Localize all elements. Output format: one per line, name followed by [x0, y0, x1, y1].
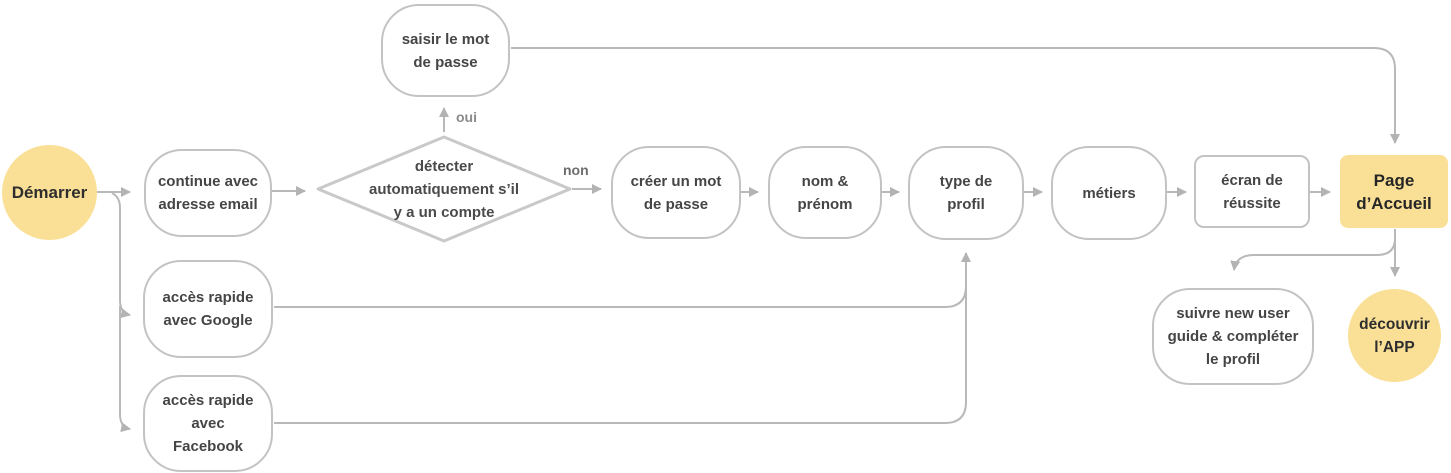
node-demarrer[interactable]: Démarrer — [2, 145, 97, 240]
node-decouvrir-app[interactable]: découvrir l’APP — [1348, 289, 1441, 382]
node-page-accueil-label: Page d’Accueil — [1356, 170, 1432, 213]
edge-facebook-type — [274, 401, 967, 424]
node-acces-google-label: accès rapide avec Google — [162, 289, 254, 329]
node-acces-facebook-label: accès rapide avec Facebook — [162, 392, 254, 455]
node-type-profil-label: type de profil — [939, 173, 993, 213]
node-suivre-guide-label: suivre new user guide & compléter le pro… — [1167, 305, 1299, 368]
node-page-accueil[interactable]: Page d’Accueil — [1340, 155, 1448, 228]
node-decouvrir-app-label: découvrir l’APP — [1359, 315, 1430, 356]
node-continue-email[interactable]: continue avec adresse email — [144, 149, 272, 237]
node-metiers[interactable]: métiers — [1051, 146, 1167, 240]
edge-demarrer-facebook — [119, 306, 131, 433]
node-acces-facebook[interactable]: accès rapide avec Facebook — [143, 375, 273, 472]
node-ecran-reussite-label: écran de réussite — [1221, 171, 1283, 212]
edge-accueil-suivre — [1230, 239, 1396, 271]
node-saisir-mdp-label: saisir le mot de passe — [401, 30, 490, 71]
edge-saisir-accueil — [511, 47, 1400, 144]
node-nom-prenom[interactable]: nom & prénom — [768, 146, 882, 239]
edge-label-oui: oui — [456, 109, 477, 125]
edge-demarrer-google — [111, 192, 131, 319]
node-metiers-label: métiers — [1082, 184, 1136, 202]
node-creer-mdp-label: créer un mot de passe — [630, 172, 722, 213]
node-detecter-compte[interactable]: détecter automatiquement s’il y a un com… — [354, 153, 534, 225]
node-continue-email-label: continue avec adresse email — [157, 173, 259, 213]
node-suivre-guide[interactable]: suivre new user guide & compléter le pro… — [1152, 288, 1314, 385]
node-nom-prenom-label: nom & prénom — [797, 172, 853, 213]
node-saisir-mdp[interactable]: saisir le mot de passe — [381, 4, 510, 97]
decision-diamond-shape[interactable] — [316, 135, 572, 243]
node-ecran-reussite[interactable]: écran de réussite — [1194, 155, 1310, 228]
edge-label-non: non — [563, 162, 589, 178]
edge-google-type — [274, 285, 967, 308]
node-demarrer-label: Démarrer — [11, 183, 88, 202]
node-detecter-compte-label: détecter automatiquement s’il y a un com… — [368, 157, 520, 221]
node-creer-mdp[interactable]: créer un mot de passe — [611, 146, 741, 239]
node-acces-google[interactable]: accès rapide avec Google — [143, 260, 273, 358]
node-type-profil[interactable]: type de profil — [908, 146, 1024, 240]
